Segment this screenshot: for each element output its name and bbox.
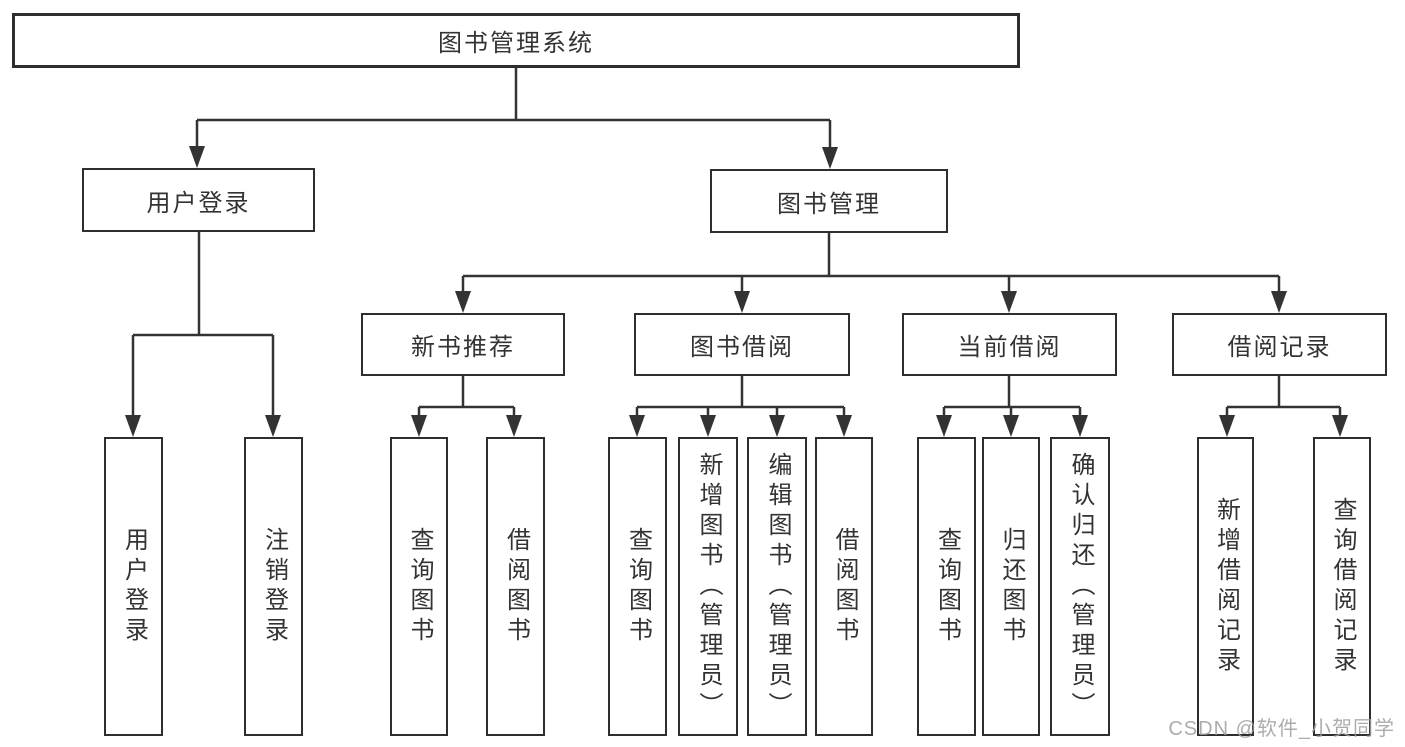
arrowhead-icon (1219, 415, 1235, 437)
arrowhead-icon (836, 415, 852, 437)
leaf-query-borrow-record: 查询借阅记录 (1313, 437, 1371, 736)
arrowhead-icon (1271, 291, 1287, 313)
leaf-add-borrow-record: 新增借阅记录 (1197, 437, 1254, 736)
node-current-borrow: 当前借阅 (902, 313, 1117, 376)
leaf-confirm-return-admin: 确认归还（管理员） (1050, 437, 1110, 736)
leaf-borrow-books-newrec: 借阅图书 (486, 437, 545, 736)
arrowhead-icon (1001, 291, 1017, 313)
leaf-add-book-admin: 新增图书（管理员） (678, 437, 738, 736)
arrowhead-icon (125, 415, 141, 437)
arrowhead-icon (265, 415, 281, 437)
leaf-logout: 注销登录 (244, 437, 303, 736)
leaf-return-book: 归还图书 (982, 437, 1040, 736)
arrowhead-icon (189, 146, 205, 168)
leaf-query-books-borrow: 查询图书 (608, 437, 667, 736)
node-new-book-recommend: 新书推荐 (361, 313, 565, 376)
arrowhead-icon (411, 415, 427, 437)
node-borrow-records: 借阅记录 (1172, 313, 1387, 376)
arrowhead-icon (700, 415, 716, 437)
leaf-query-books-current: 查询图书 (917, 437, 976, 736)
leaf-query-books-newrec: 查询图书 (390, 437, 448, 736)
node-book-management: 图书管理 (710, 169, 948, 233)
arrowhead-icon (1003, 415, 1019, 437)
arrowhead-icon (455, 291, 471, 313)
node-user-login: 用户登录 (82, 168, 315, 232)
arrowhead-icon (936, 415, 952, 437)
arrowhead-icon (734, 291, 750, 313)
arrowhead-icon (769, 415, 785, 437)
leaf-borrow-books-borrow: 借阅图书 (815, 437, 873, 736)
arrowhead-icon (822, 147, 838, 169)
node-root-system: 图书管理系统 (12, 13, 1020, 68)
arrowhead-icon (1332, 415, 1348, 437)
leaf-user-login: 用户登录 (104, 437, 163, 736)
node-book-borrow: 图书借阅 (634, 313, 850, 376)
arrowhead-icon (1072, 415, 1088, 437)
arrowhead-icon (506, 415, 522, 437)
arrowhead-icon (629, 415, 645, 437)
leaf-edit-book-admin: 编辑图书（管理员） (747, 437, 807, 736)
arrowhead-group (125, 146, 1348, 437)
